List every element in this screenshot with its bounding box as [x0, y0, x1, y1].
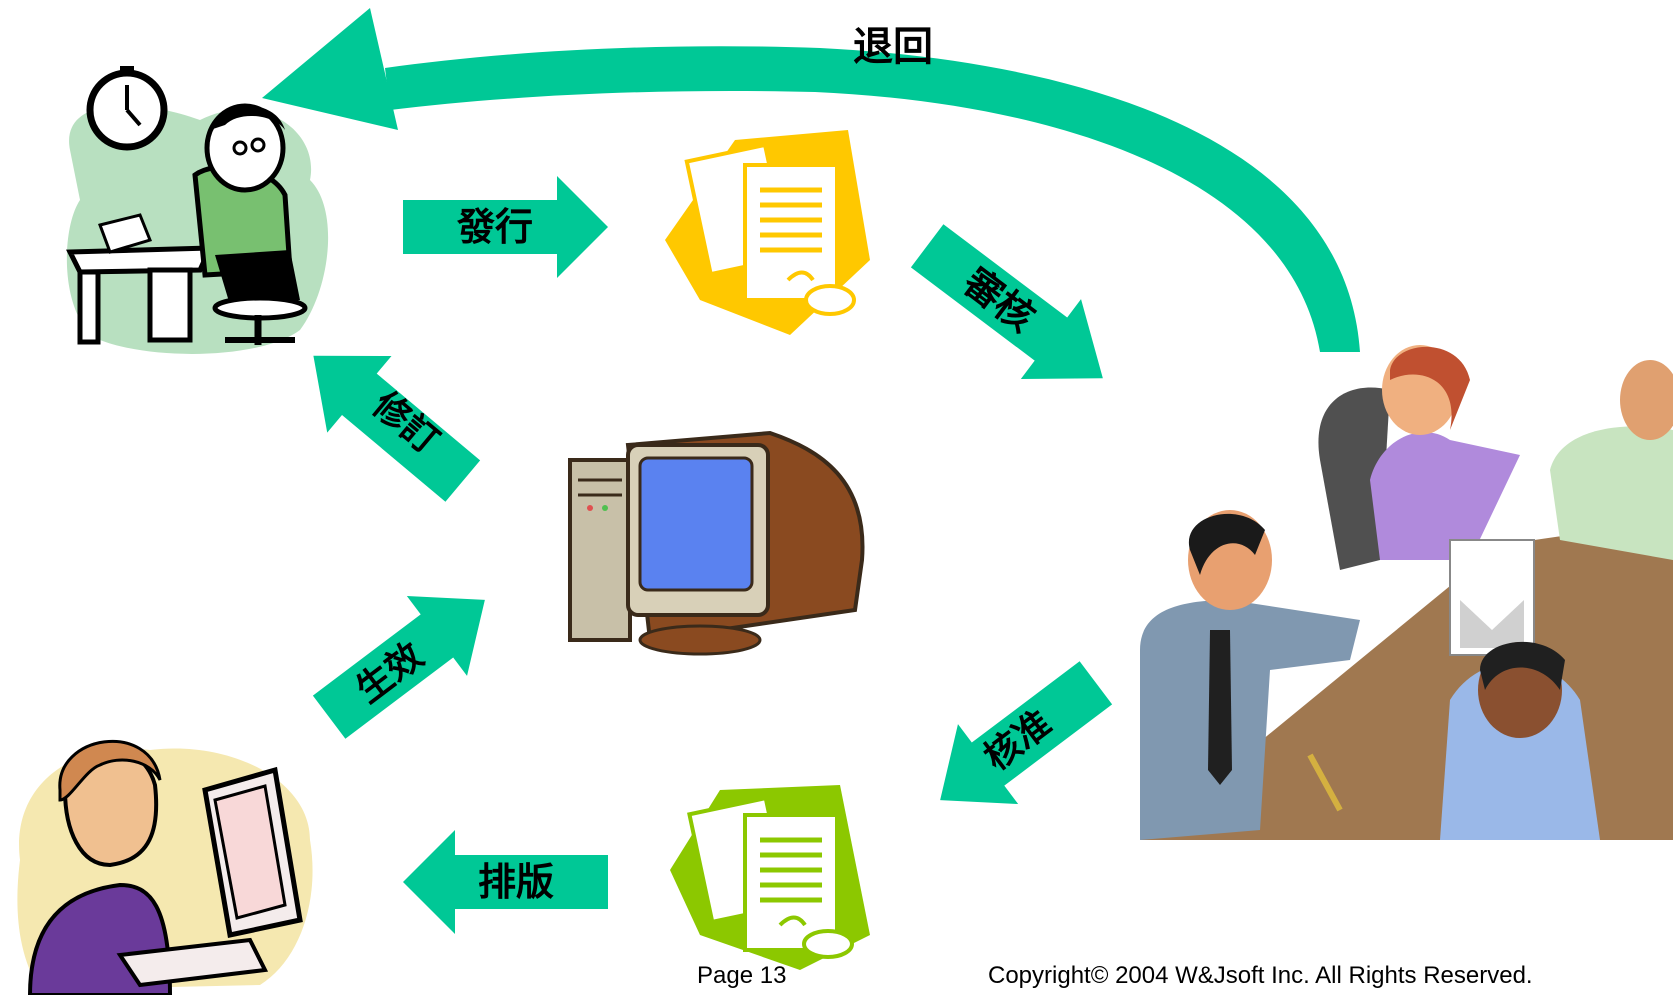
- review-arrow-shape: [910, 224, 1103, 380]
- return-arrow: 退回: [262, 8, 1360, 353]
- woman-at-computer-icon: [17, 739, 313, 995]
- effective-arrow: 生效: [312, 595, 485, 739]
- typeset-arrow-shape: [403, 830, 608, 934]
- revise-arrow: [313, 355, 481, 502]
- computer-icon: [568, 430, 865, 656]
- document-stack-icon-top: [665, 130, 870, 335]
- copyright-notice: Copyright© 2004 W&Jsoft Inc. All Rights …: [988, 962, 1533, 989]
- revise-arrow-shape: [313, 355, 481, 502]
- issue-arrow: 發行: [403, 176, 608, 278]
- approve-arrow: [940, 661, 1113, 805]
- typeset-label: 排版: [478, 860, 554, 904]
- effective-arrow-shape: [312, 595, 485, 739]
- stressed-man-at-desk-icon: [66, 66, 329, 354]
- issue-arrow-shape: [403, 176, 608, 278]
- return-arrow-body: [385, 46, 1360, 353]
- typeset-arrow: 排版: [403, 830, 608, 934]
- issue-label: 發行: [456, 205, 533, 249]
- review-arrow: 審核: [910, 224, 1103, 380]
- return-label: 退回: [853, 24, 933, 70]
- approve-arrow-shape: [940, 661, 1113, 805]
- business-meeting-icon: [1140, 345, 1673, 840]
- return-arrow-head: [262, 8, 398, 130]
- document-stack-icon-bottom: [670, 785, 870, 970]
- page-number: Page 13: [697, 962, 787, 989]
